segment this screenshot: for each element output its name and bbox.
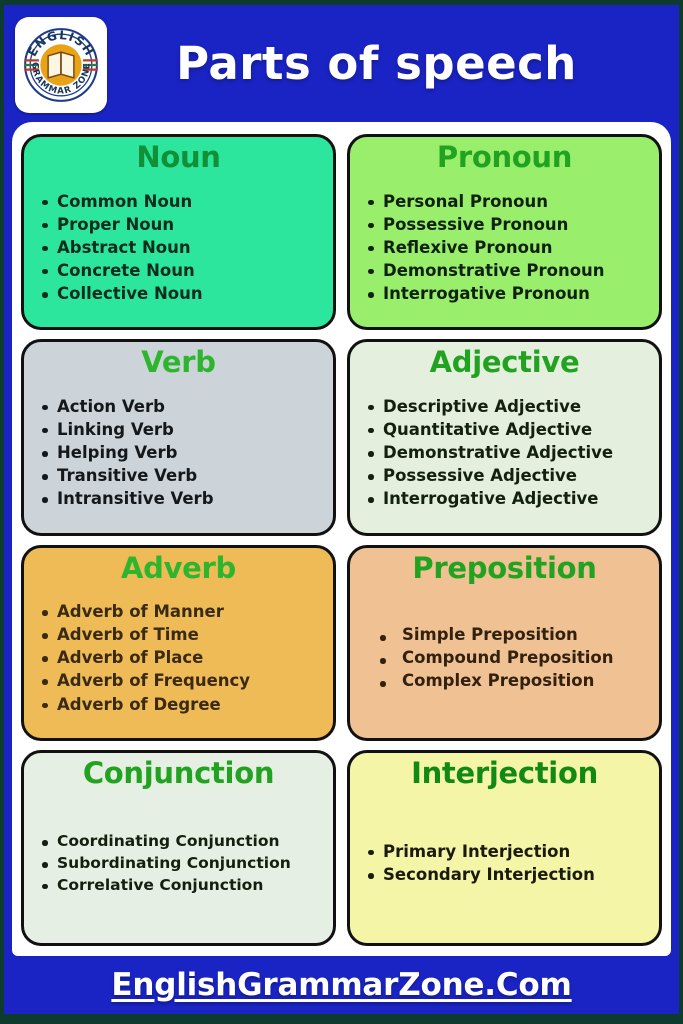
card-title: Adjective: [429, 345, 580, 380]
list-item: Intransitive Verb: [40, 488, 325, 510]
list-item: Personal Pronoun: [366, 191, 651, 213]
card-title: Adverb: [120, 550, 237, 585]
list-item: Linking Verb: [40, 419, 325, 441]
list-item: Reflexive Pronoun: [366, 237, 651, 259]
list-item: Adverb of Frequency: [40, 670, 325, 692]
list-item: Abstract Noun: [40, 237, 325, 259]
list-item: Adverb of Place: [40, 647, 325, 669]
card-title: Preposition: [412, 550, 597, 585]
list-item: Transitive Verb: [40, 465, 325, 487]
list-item: Helping Verb: [40, 442, 325, 464]
list-item: Action Verb: [40, 396, 325, 418]
card-title: Interjection: [411, 755, 598, 790]
poster-header: ENGLISH GRAMMAR ZONE Parts of speech: [4, 5, 679, 122]
open-book-icon: ENGLISH GRAMMAR ZONE: [15, 19, 107, 111]
list-item: Interrogative Adjective: [366, 488, 651, 510]
list-item: Adverb of Time: [40, 624, 325, 646]
list-item: Subordinating Conjunction: [40, 853, 325, 874]
list-item: Proper Noun: [40, 214, 325, 236]
list-item: Concrete Noun: [40, 260, 325, 282]
list-item: Descriptive Adjective: [366, 396, 651, 418]
card-title: Pronoun: [436, 140, 573, 174]
list-item: Demonstrative Adjective: [366, 442, 651, 464]
list-item: Common Noun: [40, 191, 325, 213]
page-title: Parts of speech: [176, 37, 577, 90]
poster-body: ENGLISH GRAMMAR ZONE Parts of speech Nou…: [4, 5, 679, 1014]
list-item: Possessive Adjective: [366, 465, 651, 487]
list-item: Compound Preposition: [372, 647, 651, 669]
list-item: Coordinating Conjunction: [40, 831, 325, 852]
list-item: Interrogative Pronoun: [366, 283, 651, 305]
list-item: Adverb of Manner: [40, 601, 325, 623]
card-title: Noun: [136, 140, 221, 174]
list-item: Simple Preposition: [372, 624, 651, 646]
poster-footer: EnglishGrammarZone.Com: [4, 956, 679, 1014]
card-title: Conjunction: [82, 755, 275, 790]
list-item: Possessive Pronoun: [366, 214, 651, 236]
website-link[interactable]: EnglishGrammarZone.Com: [111, 967, 572, 1003]
list-item: Secondary Interjection: [366, 864, 651, 886]
list-item: Collective Noun: [40, 283, 325, 305]
list-item: Adverb of Degree: [40, 694, 325, 716]
list-item: Complex Preposition: [372, 670, 651, 692]
list-item: Quantitative Adjective: [366, 419, 651, 441]
list-item: Correlative Conjunction: [40, 875, 325, 896]
list-item: Primary Interjection: [366, 841, 651, 863]
list-item: Demonstrative Pronoun: [366, 260, 651, 282]
brand-logo: ENGLISH GRAMMAR ZONE: [15, 17, 107, 113]
card-title: Verb: [141, 345, 216, 380]
